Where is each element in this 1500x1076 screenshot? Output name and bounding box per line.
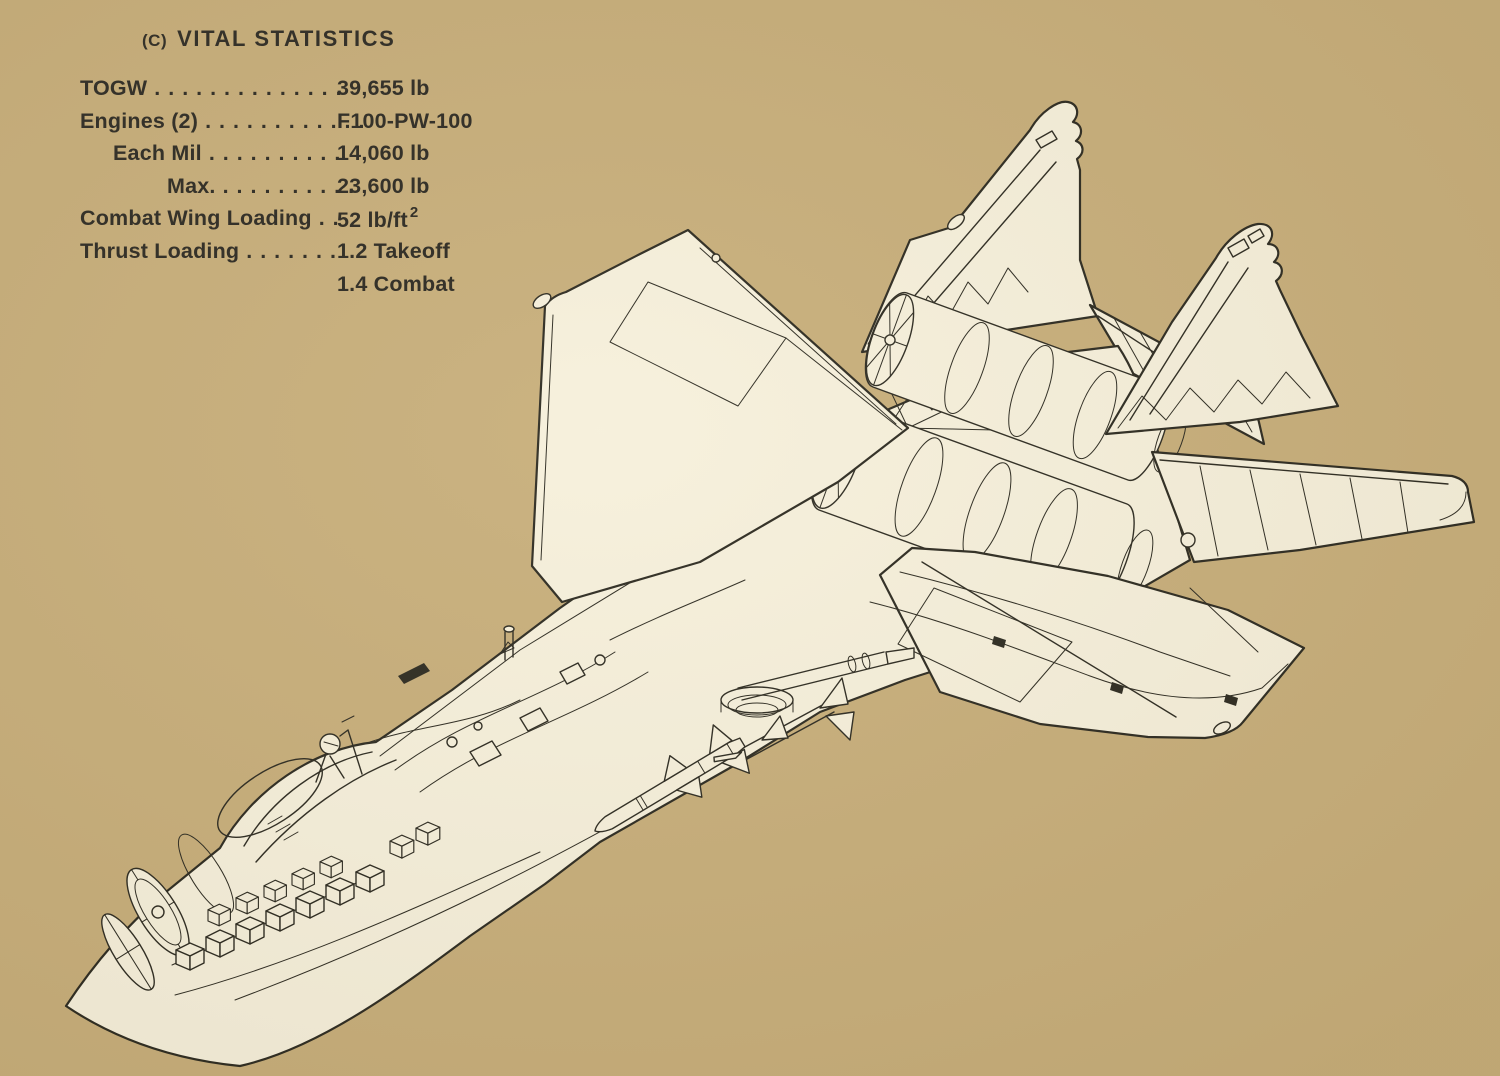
- stat-row-togw: TOGW. . . . . . . . . . . . . .39,655 lb: [80, 76, 429, 109]
- page-title: (C) VITAL STATISTICS: [80, 26, 395, 52]
- left-wing-icon: [530, 228, 910, 604]
- belly-drum-icon: [720, 686, 794, 718]
- left-vertical-tail-icon: [860, 100, 1100, 354]
- stat-value: 23,600 lb: [337, 173, 430, 198]
- stat-value: F100-PW-100: [337, 108, 473, 133]
- dot-leader: . .: [318, 206, 340, 231]
- right-wing-icon: [869, 546, 1306, 740]
- cockpit-icon: [217, 641, 515, 847]
- gun-tube-icon: [737, 647, 915, 701]
- stat-label: TOGW: [80, 76, 148, 100]
- left-engine-icon: [864, 291, 1187, 482]
- sparrow-missile-partial-icon: [705, 677, 855, 779]
- classification-mark: (C): [142, 31, 168, 50]
- stat-value-superscript: 2: [409, 204, 419, 222]
- dot-leader: . . . . . . . . . .: [208, 141, 342, 166]
- stat-label: Max.: [167, 173, 216, 198]
- vital-statistics-block: (C)VITAL STATISTICS TOGW. . . . . . . . …: [80, 26, 472, 305]
- sparrow-missile-icon: [594, 724, 751, 833]
- stat-label: Combat Wing Loading: [80, 206, 312, 231]
- stat-value: 1.4 Combat: [337, 271, 455, 296]
- stat-row-thrust-loading: Thrust Loading. . . . . . .1.2 Takeoff: [80, 238, 450, 272]
- stat-label: Thrust Loading: [80, 238, 240, 263]
- left-engine-fan-icon: [865, 293, 915, 387]
- avionics-bays-icon: [171, 821, 441, 971]
- stat-label: Each Mil: [113, 141, 202, 166]
- stat-row-each-mil: Each Mil. . . . . . . . . .14,060 lb: [80, 141, 429, 174]
- stat-row-max: Max.. . . . . . . . . .23,600 lb: [80, 173, 429, 207]
- pilot-figure-icon: [315, 715, 363, 783]
- stat-value: 14,060 lb: [337, 141, 430, 166]
- stat-value: 39,655 lb: [337, 76, 430, 100]
- dot-leader: . . . . . . . . . .: [222, 173, 356, 198]
- dot-leader: . . . . . . . . . . . .: [205, 108, 366, 133]
- right-vertical-tail-icon: [1104, 222, 1340, 436]
- radar-dish-icon: [101, 833, 234, 991]
- stats-table: TOGW. . . . . . . . . . . . . .39,655 lb…: [80, 76, 472, 305]
- equipment-bay-details-icon: [369, 579, 746, 793]
- stat-row-thrust-combat: 1.4 Combat: [80, 272, 455, 305]
- stat-label: Engines (2): [80, 108, 199, 133]
- stat-row-engines: Engines (2). . . . . . . . . . . .F100-P…: [80, 108, 472, 142]
- title-text: VITAL STATISTICS: [177, 26, 396, 51]
- dot-leader: . . . . . . .: [246, 238, 337, 263]
- dot-leader: . . . . . . . . . . . . . .: [154, 76, 343, 100]
- stat-value: 1.2 Takeoff: [337, 238, 450, 263]
- right-stabilator-icon: [1150, 450, 1476, 564]
